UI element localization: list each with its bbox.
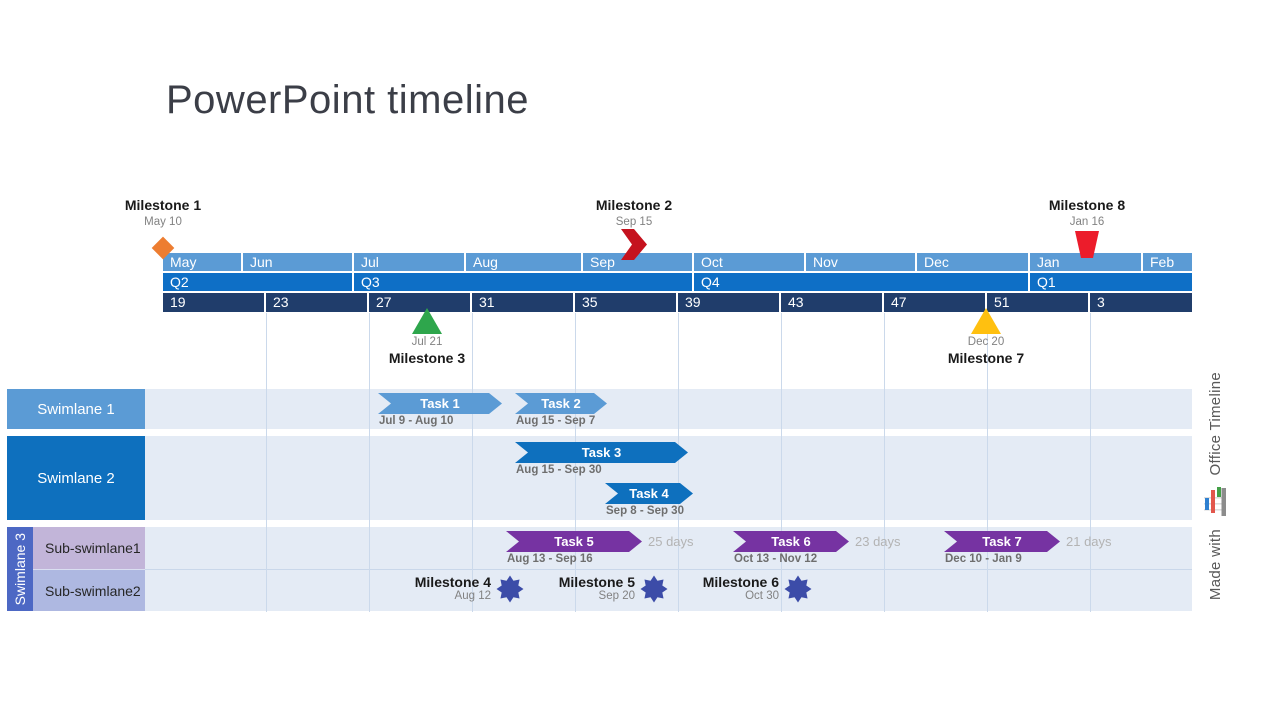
sub-swimlane-1-label[interactable]: Sub-swimlane1 xyxy=(33,527,145,569)
milestone-date: Jan 16 xyxy=(1069,216,1105,228)
milestone-date: Sep 15 xyxy=(615,216,653,228)
sub-swimlane-1-label-text: Sub-swimlane1 xyxy=(45,540,141,556)
quarter-cell: Q3 xyxy=(354,273,694,291)
month-cell: Jan xyxy=(1030,253,1143,271)
quarter-cell: Q4 xyxy=(694,273,1030,291)
milestone-name: Milestone 7 xyxy=(947,350,1025,366)
swimlane-2-label[interactable]: Swimlane 2 xyxy=(7,436,145,520)
milestone-date: Dec 20 xyxy=(967,336,1005,348)
made-with-text: Made with xyxy=(1206,529,1224,601)
month-cell: Feb xyxy=(1143,253,1192,271)
swimlane-1-track xyxy=(145,389,1192,429)
sub-swimlane-2-label-text: Sub-swimlane2 xyxy=(45,582,141,599)
week-cell: 35 xyxy=(575,293,678,312)
milestone-date: Jul 21 xyxy=(411,336,443,348)
week-cell: 39 xyxy=(678,293,781,312)
swimlane-1-label[interactable]: Swimlane 1 xyxy=(7,389,145,429)
sub-swimlane-1-track xyxy=(145,527,1192,569)
sub-swimlane-2-label[interactable]: Sub-swimlane2 xyxy=(33,569,145,611)
swimlane-1-label-text: Swimlane 1 xyxy=(37,400,115,418)
week-cell: 31 xyxy=(472,293,575,312)
month-cell: Jun xyxy=(243,253,354,271)
week-cell: 43 xyxy=(781,293,884,312)
month-cell: Aug xyxy=(466,253,583,271)
milestone-date: May 10 xyxy=(144,216,182,228)
week-cell: 47 xyxy=(884,293,987,312)
swimlane-3-label-text: Swimlane 3 xyxy=(12,532,28,606)
swimlane-3-label[interactable]: Swimlane 3 xyxy=(7,527,33,611)
slide-title[interactable]: PowerPoint timeline xyxy=(166,78,529,122)
week-cell: 19 xyxy=(163,293,266,312)
made-with-office-timeline-branding: Office Timeline Made with xyxy=(1200,372,1230,612)
week-cell: 51 xyxy=(987,293,1090,312)
week-cell: 3 xyxy=(1090,293,1192,312)
month-cell: Jul xyxy=(354,253,466,271)
office-timeline-logo-icon xyxy=(1204,487,1226,517)
milestone-name: Milestone 2 xyxy=(595,197,673,213)
milestone-name: Milestone 1 xyxy=(124,197,202,213)
milestone-name: Milestone 3 xyxy=(388,350,466,366)
swimlane-2-track xyxy=(145,436,1192,520)
swimlane-2-label-text: Swimlane 2 xyxy=(37,469,115,487)
month-cell: Oct xyxy=(694,253,806,271)
week-cell: 27 xyxy=(369,293,472,312)
month-cell: Dec xyxy=(917,253,1030,271)
month-cell: Sep xyxy=(583,253,694,271)
quarter-cell: Q2 xyxy=(163,273,354,291)
month-cell: Nov xyxy=(806,253,917,271)
quarter-cell: Q1 xyxy=(1030,273,1192,291)
milestone-name: Milestone 8 xyxy=(1048,197,1126,213)
office-timeline-brand-text: Office Timeline xyxy=(1206,372,1224,476)
week-cell: 23 xyxy=(266,293,369,312)
month-cell: May xyxy=(163,253,243,271)
sub-swimlane-2-track xyxy=(145,569,1192,611)
